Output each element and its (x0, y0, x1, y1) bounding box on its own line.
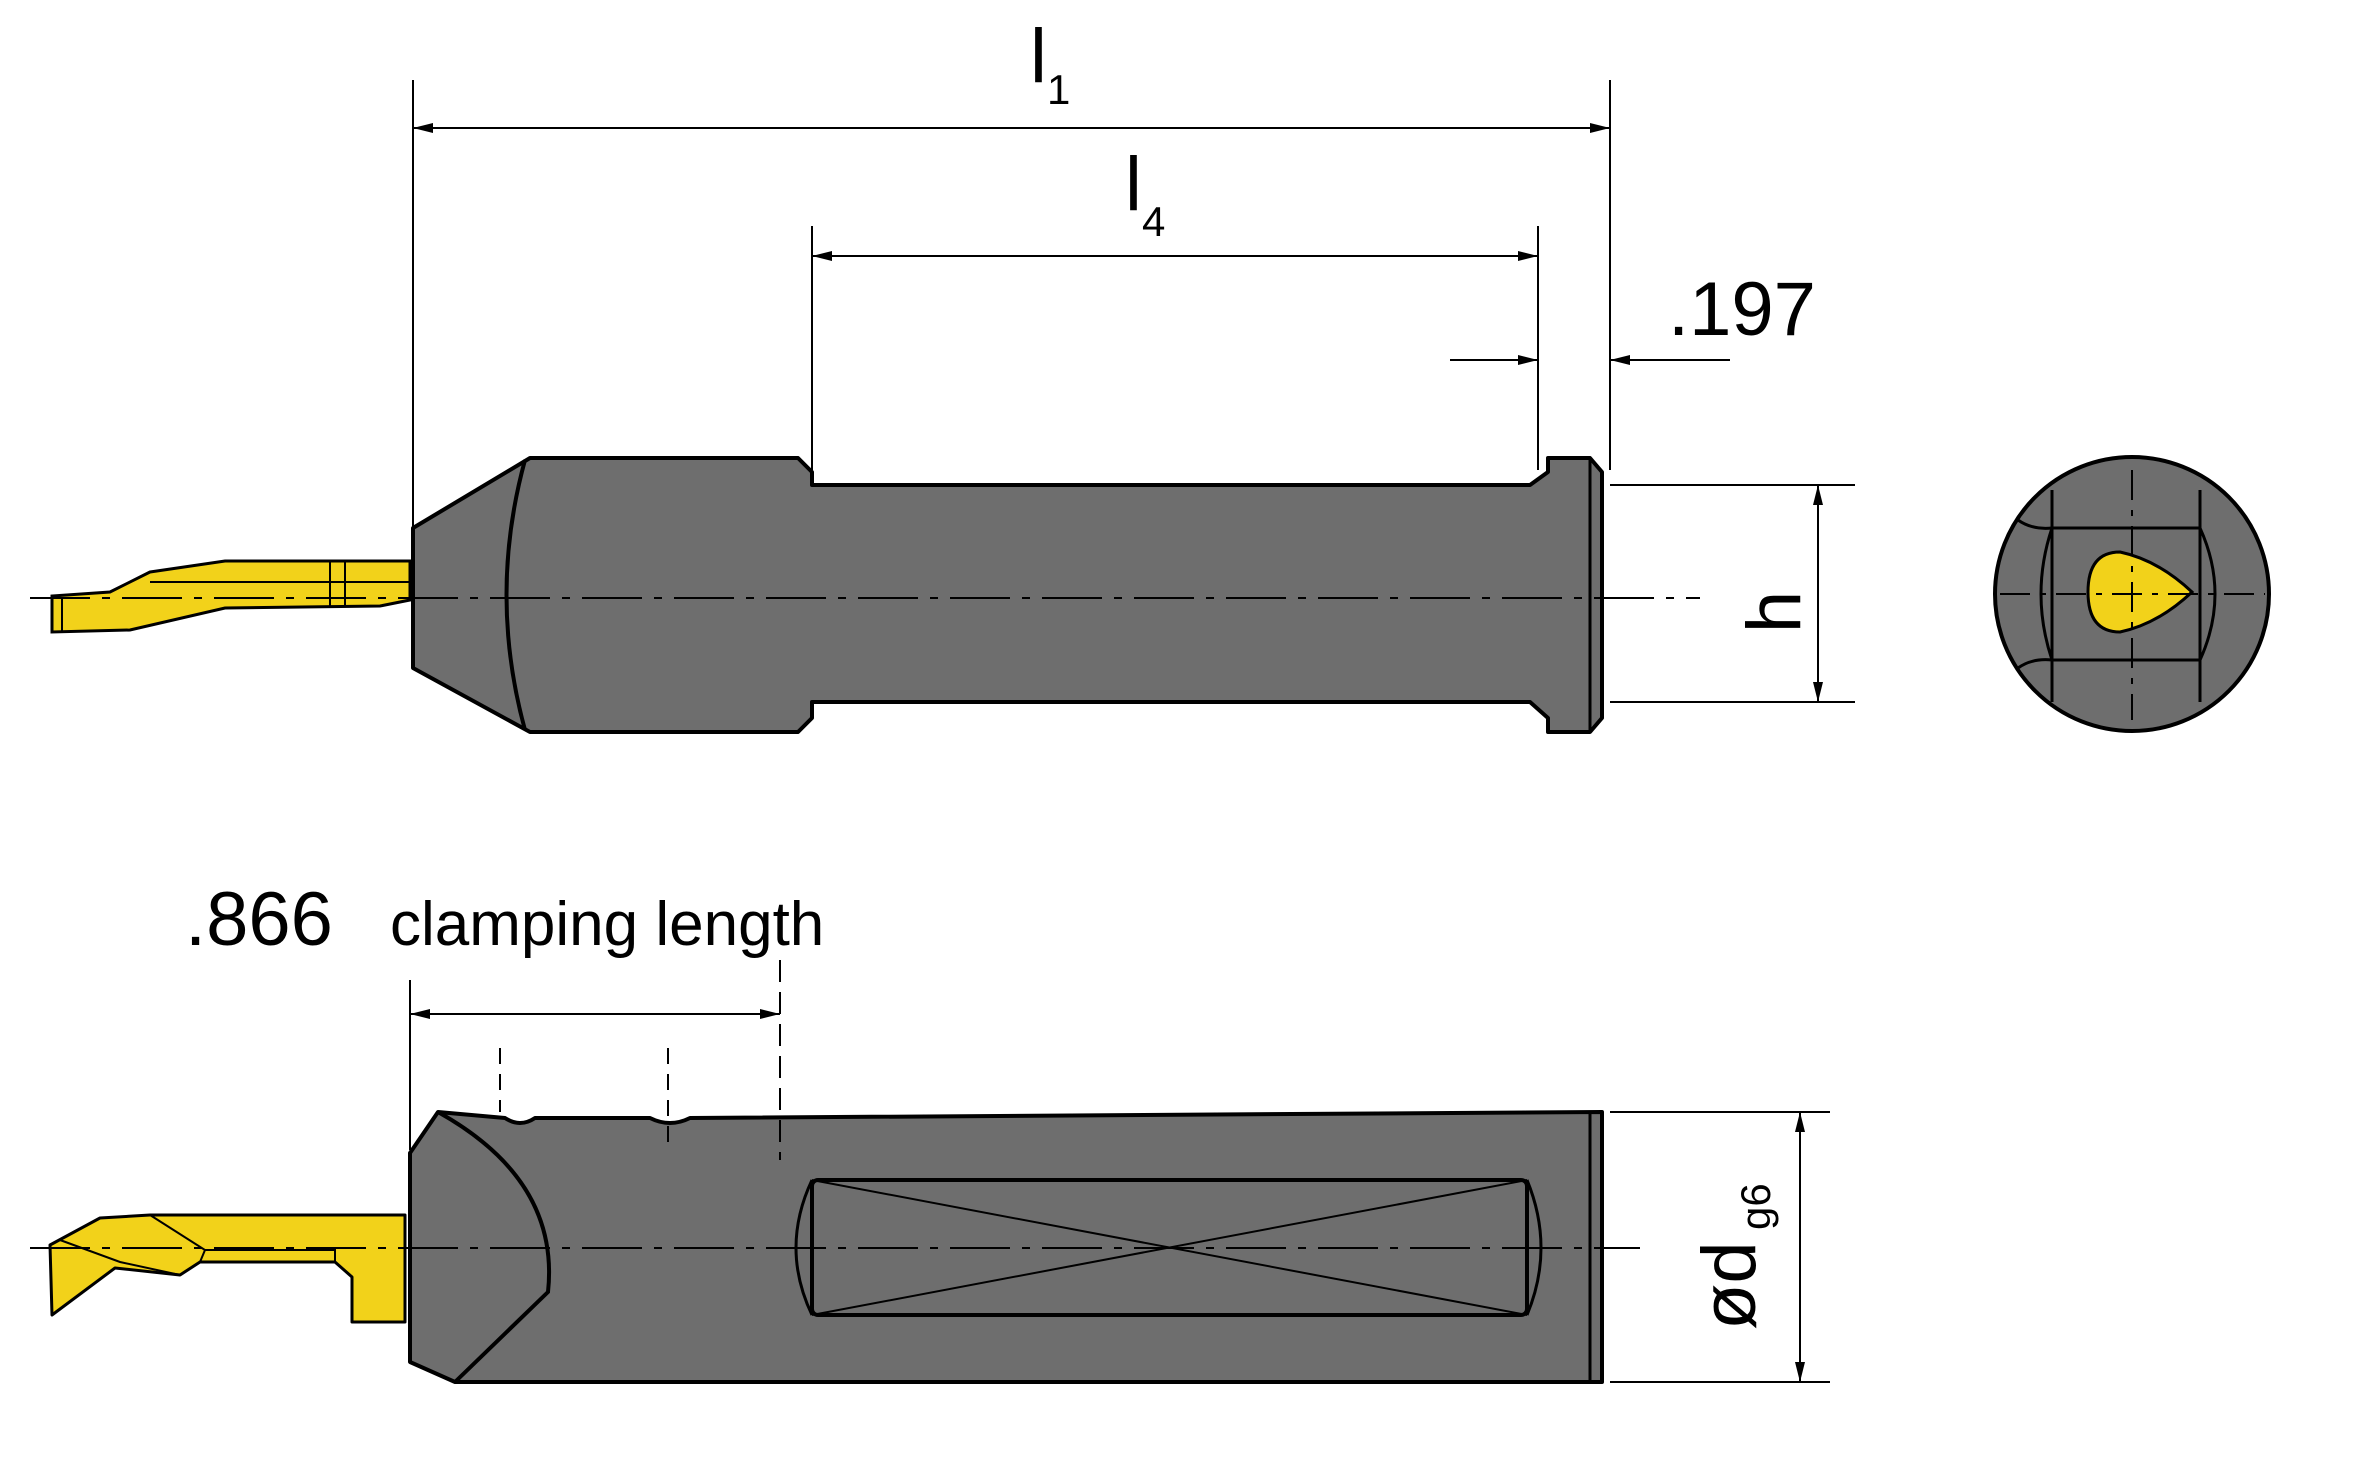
l1-subscript: 1 (1047, 66, 1070, 113)
dimension-diameter: ød g6 (1610, 1111, 1830, 1383)
dimension-clamping-length: .866 clamping length (185, 877, 824, 1150)
l4-label: l (1125, 142, 1142, 227)
end-insert (2086, 550, 2195, 634)
clamping-length-value: .866 (185, 877, 333, 962)
l1-label: l (1030, 14, 1047, 99)
side-insert (48, 1213, 407, 1324)
dimension-h: h (1610, 484, 1855, 703)
diameter-label: ød (1687, 1241, 1772, 1330)
top-holder-body (411, 456, 1604, 734)
offset-197-label: .197 (1668, 267, 1816, 352)
h-label: h (1732, 591, 1817, 633)
top-view: l 1 l 4 .197 h (30, 14, 1855, 734)
end-view (1993, 455, 2271, 733)
top-insert (50, 559, 412, 634)
l4-subscript: 4 (1142, 198, 1165, 245)
diameter-subscript: g6 (1732, 1183, 1779, 1230)
side-view: .866 clamping length ød g6 (30, 877, 1830, 1384)
dimension-l1: l 1 (412, 14, 1611, 528)
dimension-197: .197 (1450, 267, 1816, 365)
dimension-l4: l 4 (811, 142, 1539, 470)
clamping-length-text: clamping length (390, 890, 824, 959)
